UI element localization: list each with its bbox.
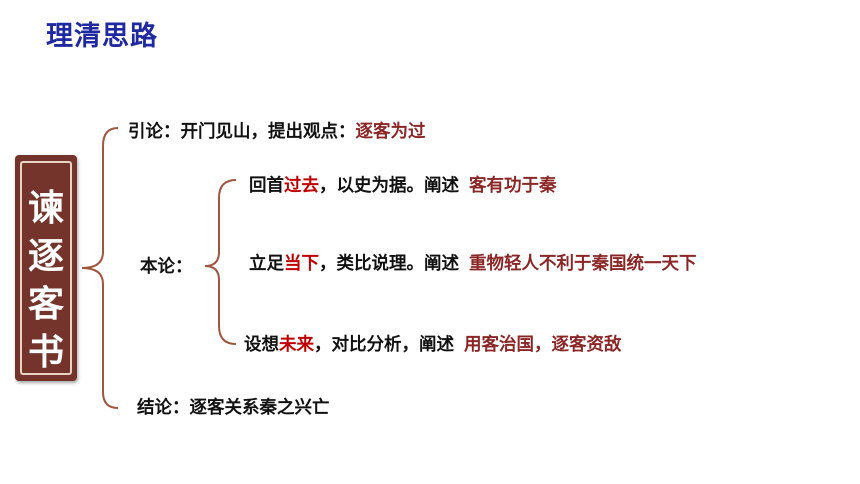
point-method: ，类比说理。阐述 <box>319 254 459 274</box>
conclusion-line: 结论：逐客关系秦之兴亡 <box>137 398 330 418</box>
point-prefix: 设想 <box>244 335 279 355</box>
point-present: 立足当下，类比说理。阐述重物轻人不利于秦国统一天下 <box>249 252 697 276</box>
plaque-border <box>20 161 72 375</box>
point-keyword: 未来 <box>279 335 314 355</box>
point-summary: 重物轻人不利于秦国统一天下 <box>469 254 697 274</box>
point-summary: 客有功于秦 <box>469 176 557 196</box>
intro-line: 引论：开门见山，提出观点：逐客为过 <box>128 120 426 144</box>
title-plaque: 谏 逐 客 书 <box>15 155 77 381</box>
point-keyword: 过去 <box>284 176 319 196</box>
intro-label: 引论：开门见山，提出观点： <box>128 122 356 142</box>
plaque-title: 谏 逐 客 书 <box>15 185 77 377</box>
point-prefix: 立足 <box>249 254 284 274</box>
point-method: ，对比分析，阐述 <box>314 335 454 355</box>
point-future: 设想未来，对比分析，阐述用客治国，逐客资敌 <box>244 333 622 357</box>
plaque-char: 逐 <box>27 236 64 277</box>
plaque-char: 书 <box>27 332 64 373</box>
intro-highlight: 逐客为过 <box>355 122 426 142</box>
outer-brace <box>81 127 119 409</box>
plaque-char: 谏 <box>27 188 64 229</box>
point-past: 回首过去，以史为据。阐述客有功于秦 <box>249 174 557 198</box>
inner-brace <box>204 179 237 345</box>
plaque-char: 客 <box>27 284 64 325</box>
body-label: 本论： <box>140 257 193 277</box>
page-title: 理清思路 <box>46 21 158 52</box>
point-method: ，以史为据。阐述 <box>319 176 459 196</box>
point-summary: 用客治国，逐客资敌 <box>464 335 622 355</box>
point-prefix: 回首 <box>249 176 284 196</box>
point-keyword: 当下 <box>284 254 319 274</box>
